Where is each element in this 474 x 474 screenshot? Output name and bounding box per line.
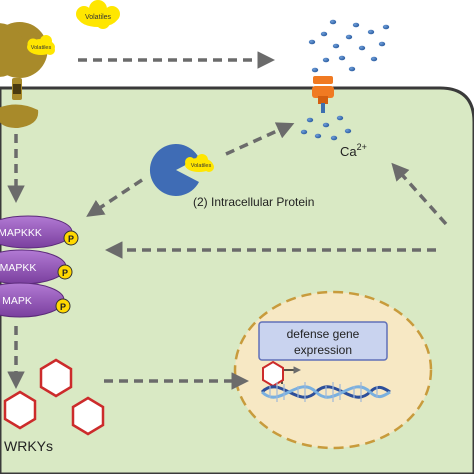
- dna-helix: [260, 382, 391, 402]
- mapk-phospho: [55, 298, 71, 314]
- calcium-label-base: Ca: [340, 144, 357, 159]
- mapkk-phospho: [57, 264, 73, 280]
- signal-arrows: [7, 51, 448, 390]
- defense-gene-box: [258, 321, 388, 361]
- volatiles-label-top: Volatiles: [85, 14, 112, 21]
- calcium-ions-outside: [308, 19, 390, 73]
- wrky-hexagon: [71, 396, 105, 436]
- wrky-hexagon-bound: [262, 360, 284, 388]
- mapkkk-phospho-label: P: [68, 234, 74, 244]
- volatiles-label-protein: Volatiles: [191, 163, 212, 169]
- wrkys-label: WRKYs: [4, 438, 53, 454]
- defense-gene-label-line2: expression: [294, 343, 352, 357]
- volatile-cloud-receptor: [27, 35, 55, 55]
- calcium-channel: [312, 76, 334, 113]
- defense-gene-label-line1: defense gene: [287, 327, 360, 341]
- mapkkk-label: MAPKKK: [0, 227, 42, 239]
- wrky-hexagon: [39, 358, 73, 398]
- mapk-label: MAPK: [2, 295, 32, 307]
- intracellular-protein-label: (2) Intracellular Protein: [193, 195, 314, 209]
- arrow-protein-to-calcium: [225, 122, 295, 156]
- mapkkk-phospho: [63, 230, 79, 246]
- calcium-ions-inside: [300, 115, 352, 141]
- volatiles-label-receptor: Volatiles: [31, 45, 52, 51]
- arrow-calcium-feedback-up: [391, 162, 448, 226]
- calcium-label-charge: 2+: [357, 142, 367, 152]
- mapkk-label: MAPKK: [0, 262, 36, 274]
- arrow-protein-to-mapkkk: [86, 178, 143, 217]
- calcium-label: Ca2+: [340, 142, 367, 159]
- volatile-cloud-top: [76, 0, 120, 29]
- wrky-hexagon: [3, 390, 37, 430]
- mapkk-phospho-label: P: [62, 268, 68, 278]
- wrky-hexagons: [3, 358, 105, 436]
- intracellular-protein: [149, 144, 214, 197]
- membrane-receptor: [0, 22, 48, 128]
- mapk-phospho-label: P: [60, 302, 66, 312]
